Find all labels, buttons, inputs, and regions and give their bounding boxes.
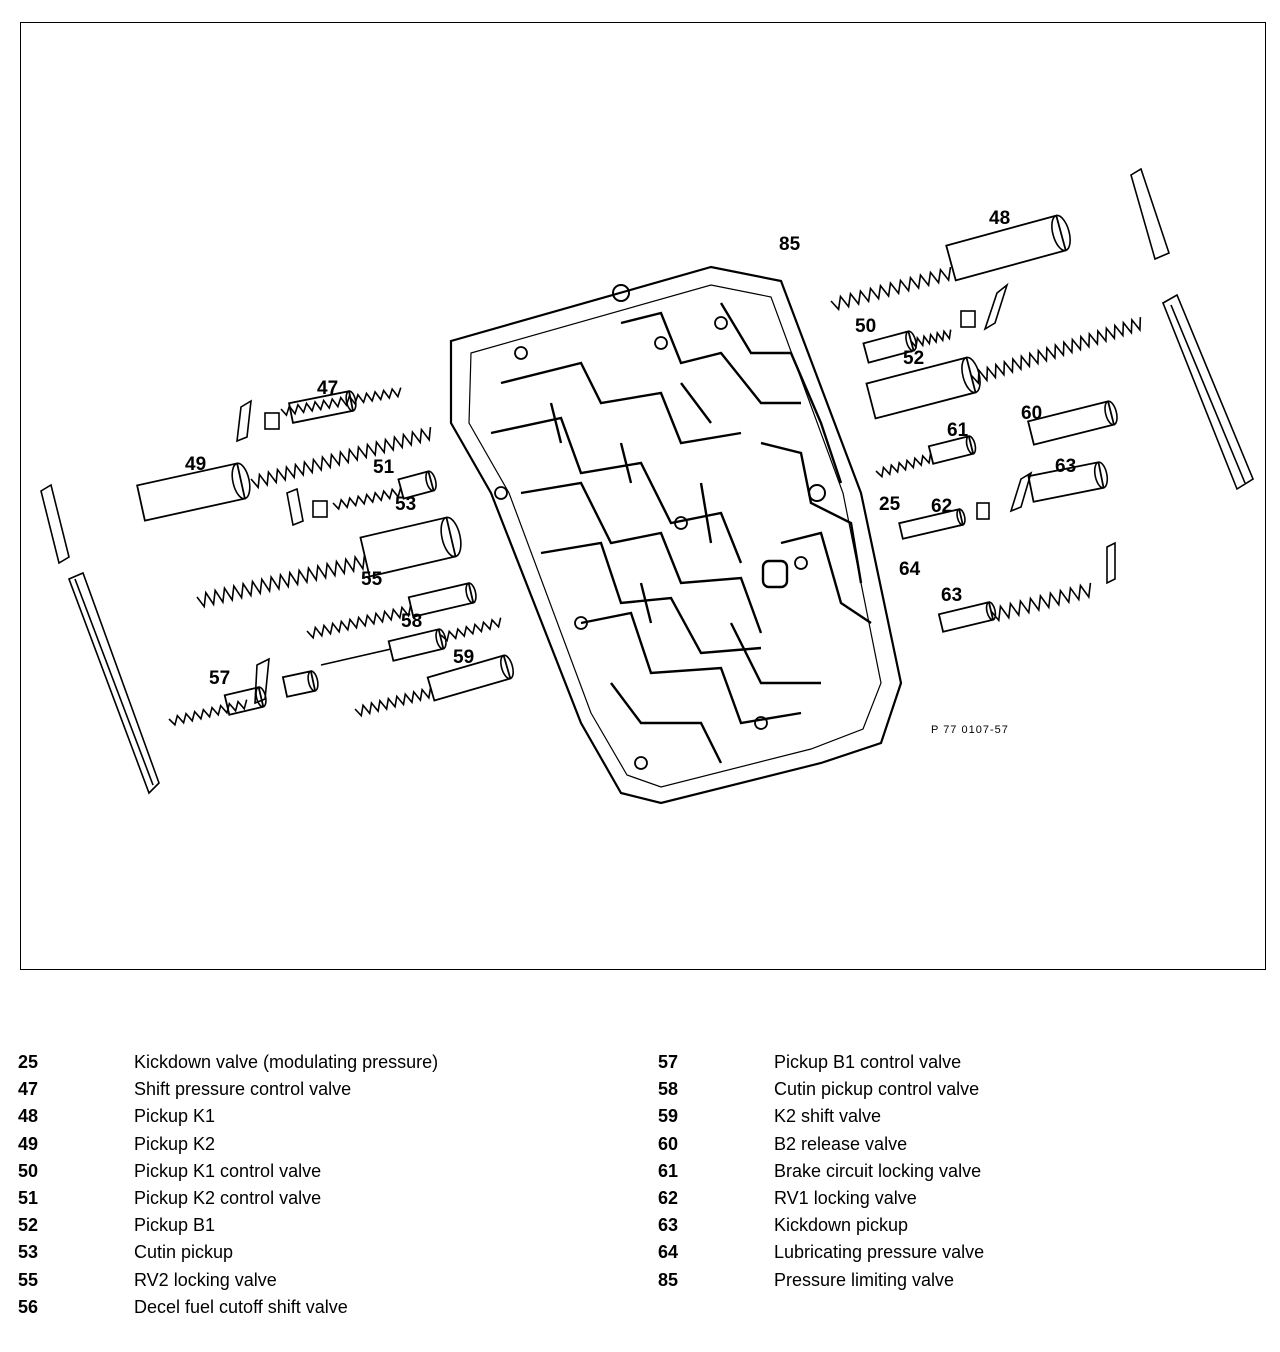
callout-48: 48 xyxy=(989,208,1011,229)
valve-components xyxy=(136,214,1142,727)
legend-number: 52 xyxy=(18,1215,39,1236)
legend-number: 53 xyxy=(18,1242,39,1263)
legend-description: Pickup B1 xyxy=(134,1215,216,1236)
callout-47: 47 xyxy=(317,378,339,399)
legend-description: RV2 locking valve xyxy=(134,1269,277,1290)
legend-number: 58 xyxy=(658,1079,679,1100)
legend-description: Cutin pickup xyxy=(134,1242,234,1263)
right-intermediate-plate xyxy=(1130,167,1254,491)
legend-description: Kickdown pickup xyxy=(774,1215,909,1236)
legend-description: K2 shift valve xyxy=(774,1106,882,1127)
callout-62: 62 xyxy=(931,496,953,517)
legend-description: B2 release valve xyxy=(774,1133,908,1154)
legend-description: Pressure limiting valve xyxy=(774,1269,955,1290)
legend-number: 56 xyxy=(18,1296,39,1317)
callout-49: 49 xyxy=(185,454,207,475)
legend-description: Cutin pickup control valve xyxy=(774,1079,980,1100)
callout-53: 53 xyxy=(395,494,417,515)
legend-number: 57 xyxy=(658,1052,679,1072)
legend-description: Brake circuit locking valve xyxy=(774,1160,982,1181)
legend-number: 47 xyxy=(18,1079,39,1100)
legend-description: Decel fuel cutoff shift valve xyxy=(134,1296,348,1317)
callout-59: 57 xyxy=(209,668,231,689)
legend-number: 25 xyxy=(18,1052,39,1072)
callout-57: 61 xyxy=(947,420,969,441)
exploded-valve-body-drawing xyxy=(40,167,1254,805)
legend-number: 62 xyxy=(658,1188,679,1208)
callout-25: 25 xyxy=(879,494,901,515)
legend-description: RV1 locking valve xyxy=(774,1188,917,1208)
callout-63: 63 xyxy=(941,585,963,606)
legend-description: Lubricating pressure valve xyxy=(774,1242,985,1263)
legend-description: Pickup K2 control valve xyxy=(134,1188,322,1208)
legend-number: 51 xyxy=(18,1188,39,1208)
callout-55: 55 xyxy=(361,569,383,590)
callout-85: 85 xyxy=(779,234,801,255)
callout-60: 59 xyxy=(453,647,475,668)
callout-52: 52 xyxy=(903,348,925,369)
legend-description: Kickdown valve (modulating pressure) xyxy=(134,1052,439,1072)
valve-body-plate xyxy=(449,265,903,805)
legend-number: 61 xyxy=(658,1160,679,1181)
callout-51: 51 xyxy=(373,457,395,478)
figure-id: P 77 0107-57 xyxy=(931,724,1009,736)
callout-64: 64 xyxy=(899,559,921,580)
left-intermediate-plate xyxy=(40,483,160,795)
legend-number: 64 xyxy=(658,1242,679,1263)
legend-number: 85 xyxy=(658,1269,679,1290)
legend-number: 59 xyxy=(658,1106,679,1127)
legend-description: Pickup K1 xyxy=(134,1106,216,1127)
legend-number: 49 xyxy=(18,1133,39,1154)
callout-58: 58 xyxy=(401,611,423,632)
legend-number: 63 xyxy=(658,1215,679,1236)
legend-description: Shift pressure control valve xyxy=(134,1079,352,1100)
callout-50: 50 xyxy=(855,316,877,337)
legend-number: 55 xyxy=(18,1269,39,1290)
legend-number: 50 xyxy=(18,1160,39,1181)
legend-description: Pickup K1 control valve xyxy=(134,1160,322,1181)
legend-number: 48 xyxy=(18,1106,39,1127)
legend-description: Pickup B1 control valve xyxy=(774,1052,962,1072)
callout-61: 63 xyxy=(1055,456,1077,477)
legend-description: Pickup K2 xyxy=(134,1133,216,1154)
diagram-frame: 85 48 50 52 61 60 63 25 62 64 63 47 49 5… xyxy=(20,22,1266,970)
legend-number: 60 xyxy=(658,1133,679,1154)
callout-56: 60 xyxy=(1021,403,1043,424)
